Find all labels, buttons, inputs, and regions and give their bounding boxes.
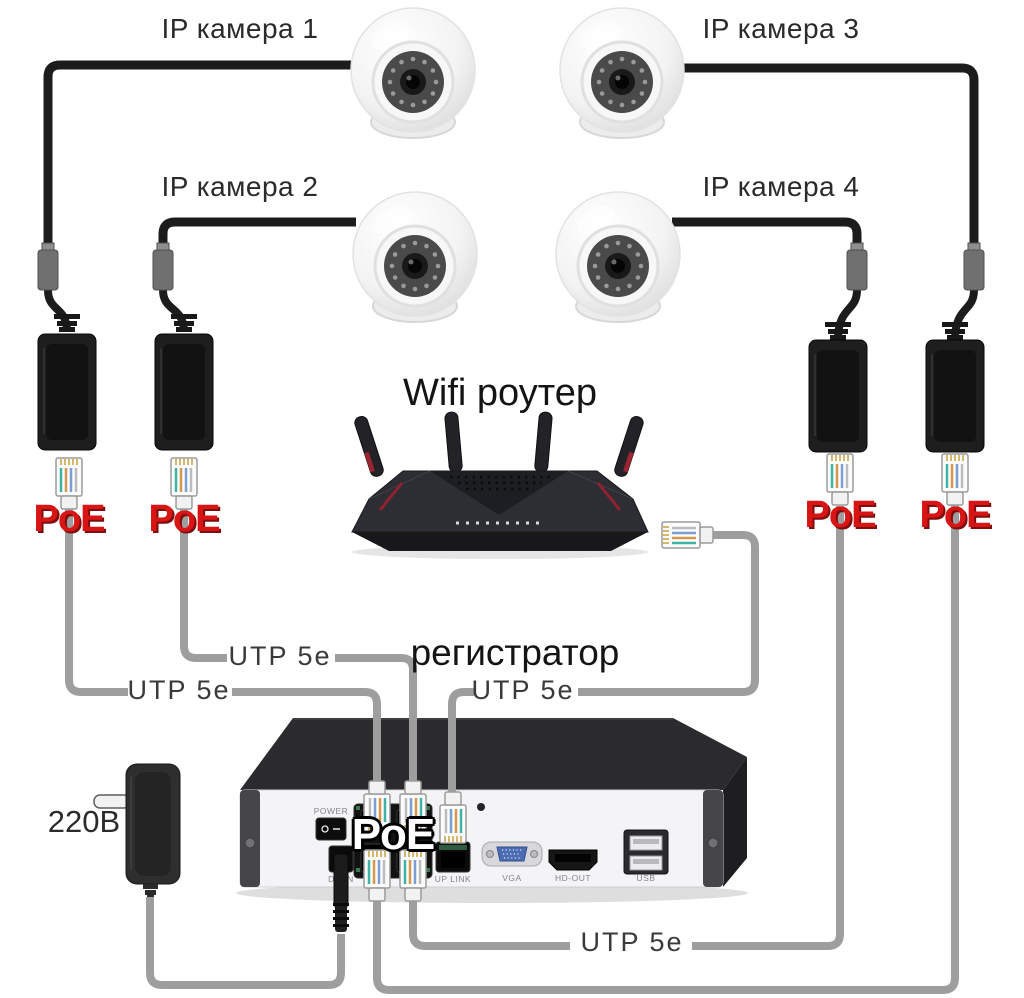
- utp-label-3: UTP 5e: [471, 675, 575, 705]
- poe-injectors: [37, 314, 985, 453]
- utp-cable-cam4-b: [692, 506, 844, 950]
- nvr-hdmi-port: [548, 849, 598, 871]
- nvr-usb-ports: [623, 829, 669, 875]
- utp-cable-cam4-a: [409, 900, 570, 950]
- camera2-cable: [158, 217, 356, 248]
- utp-cable-cam2-a: [180, 505, 227, 662]
- camera1-cable: [43, 60, 358, 248]
- utp-cable-cam3: [373, 505, 959, 994]
- nvr-poe-label: PoE: [351, 810, 436, 859]
- utp-label-2: UTP 5e: [228, 641, 332, 671]
- utp-label-1: UTP 5e: [127, 675, 231, 705]
- wifi-router-device: [351, 411, 649, 559]
- utp-label-4: UTP 5e: [580, 927, 684, 957]
- power-cable: [146, 897, 345, 989]
- router-label: Wifi роутер: [403, 372, 597, 414]
- power-port-label: POWER: [314, 806, 349, 816]
- camera3-cable: [676, 63, 979, 248]
- usb-port-label: USB: [637, 873, 656, 883]
- camera-2-device: [351, 190, 479, 324]
- poe-label-3: PoE: [804, 494, 877, 536]
- camera-3-label: IP камера 3: [702, 13, 860, 44]
- cable-couplers: [37, 242, 985, 341]
- camera-4-device: [554, 190, 682, 324]
- rj45-router: [660, 520, 715, 550]
- camera4-cable: [672, 217, 862, 248]
- power-adapter-device: [93, 763, 181, 901]
- nvr-vga-port: [481, 841, 543, 867]
- camera-1-label: IP камера 1: [161, 13, 319, 44]
- recorder-label: регистратор: [410, 632, 620, 673]
- camera-3-device: [558, 6, 686, 140]
- poe-label-2: PoE: [148, 498, 221, 540]
- utp-cable-cam1-a: [65, 505, 128, 696]
- hd-out-port-label: HD-OUT: [555, 873, 591, 883]
- utp-cables: [65, 505, 959, 994]
- utp-cable-cam2-b: [335, 654, 417, 783]
- camera-1-device: [349, 6, 477, 140]
- uplink-port-label: UP LINK: [435, 874, 471, 884]
- camera-2-label: IP камера 2: [161, 171, 319, 202]
- dc-plug: [333, 853, 349, 932]
- poe-label-4: PoE: [919, 494, 992, 536]
- power-220v-label: 220В: [47, 804, 121, 839]
- camera-4-label: IP камера 4: [702, 171, 860, 202]
- nvr-device: POWER DC IN UP LINK VGA HD-OUT USB: [236, 718, 748, 903]
- utp-cable-router-a: [578, 531, 759, 696]
- nvr-power-switch: [315, 817, 347, 841]
- poe-label-1: PoE: [33, 498, 106, 540]
- utp-cable-router-b: [448, 688, 474, 795]
- cameras: [349, 6, 686, 324]
- vga-port-label: VGA: [502, 873, 521, 883]
- camera-cables: [43, 60, 979, 248]
- utp-cable-cam1-b: [232, 688, 381, 783]
